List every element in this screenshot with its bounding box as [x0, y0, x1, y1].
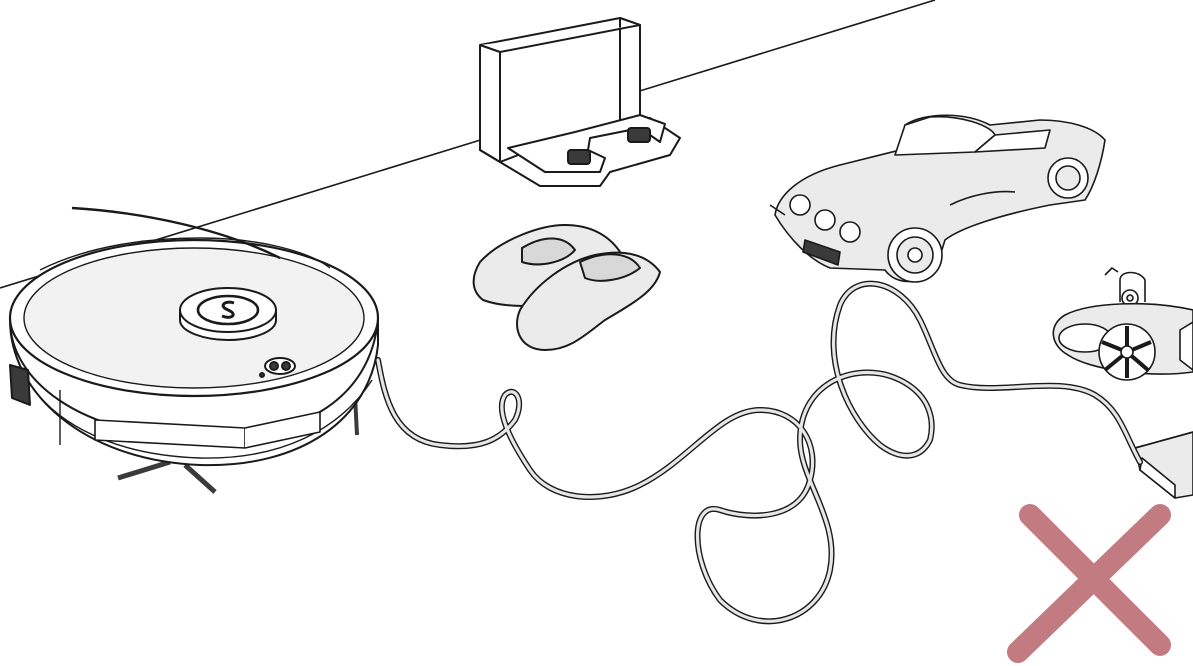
toy-submarine-icon	[1052, 267, 1193, 381]
charging-dock-icon	[479, 17, 681, 187]
prohibited-cross-icon	[1007, 504, 1171, 663]
power-adapter-icon	[1134, 431, 1193, 499]
toy-car-icon	[769, 114, 1106, 283]
robot-vacuum-icon	[8, 206, 380, 494]
loose-cable-icon	[375, 280, 1143, 625]
slippers-icon	[472, 224, 661, 351]
